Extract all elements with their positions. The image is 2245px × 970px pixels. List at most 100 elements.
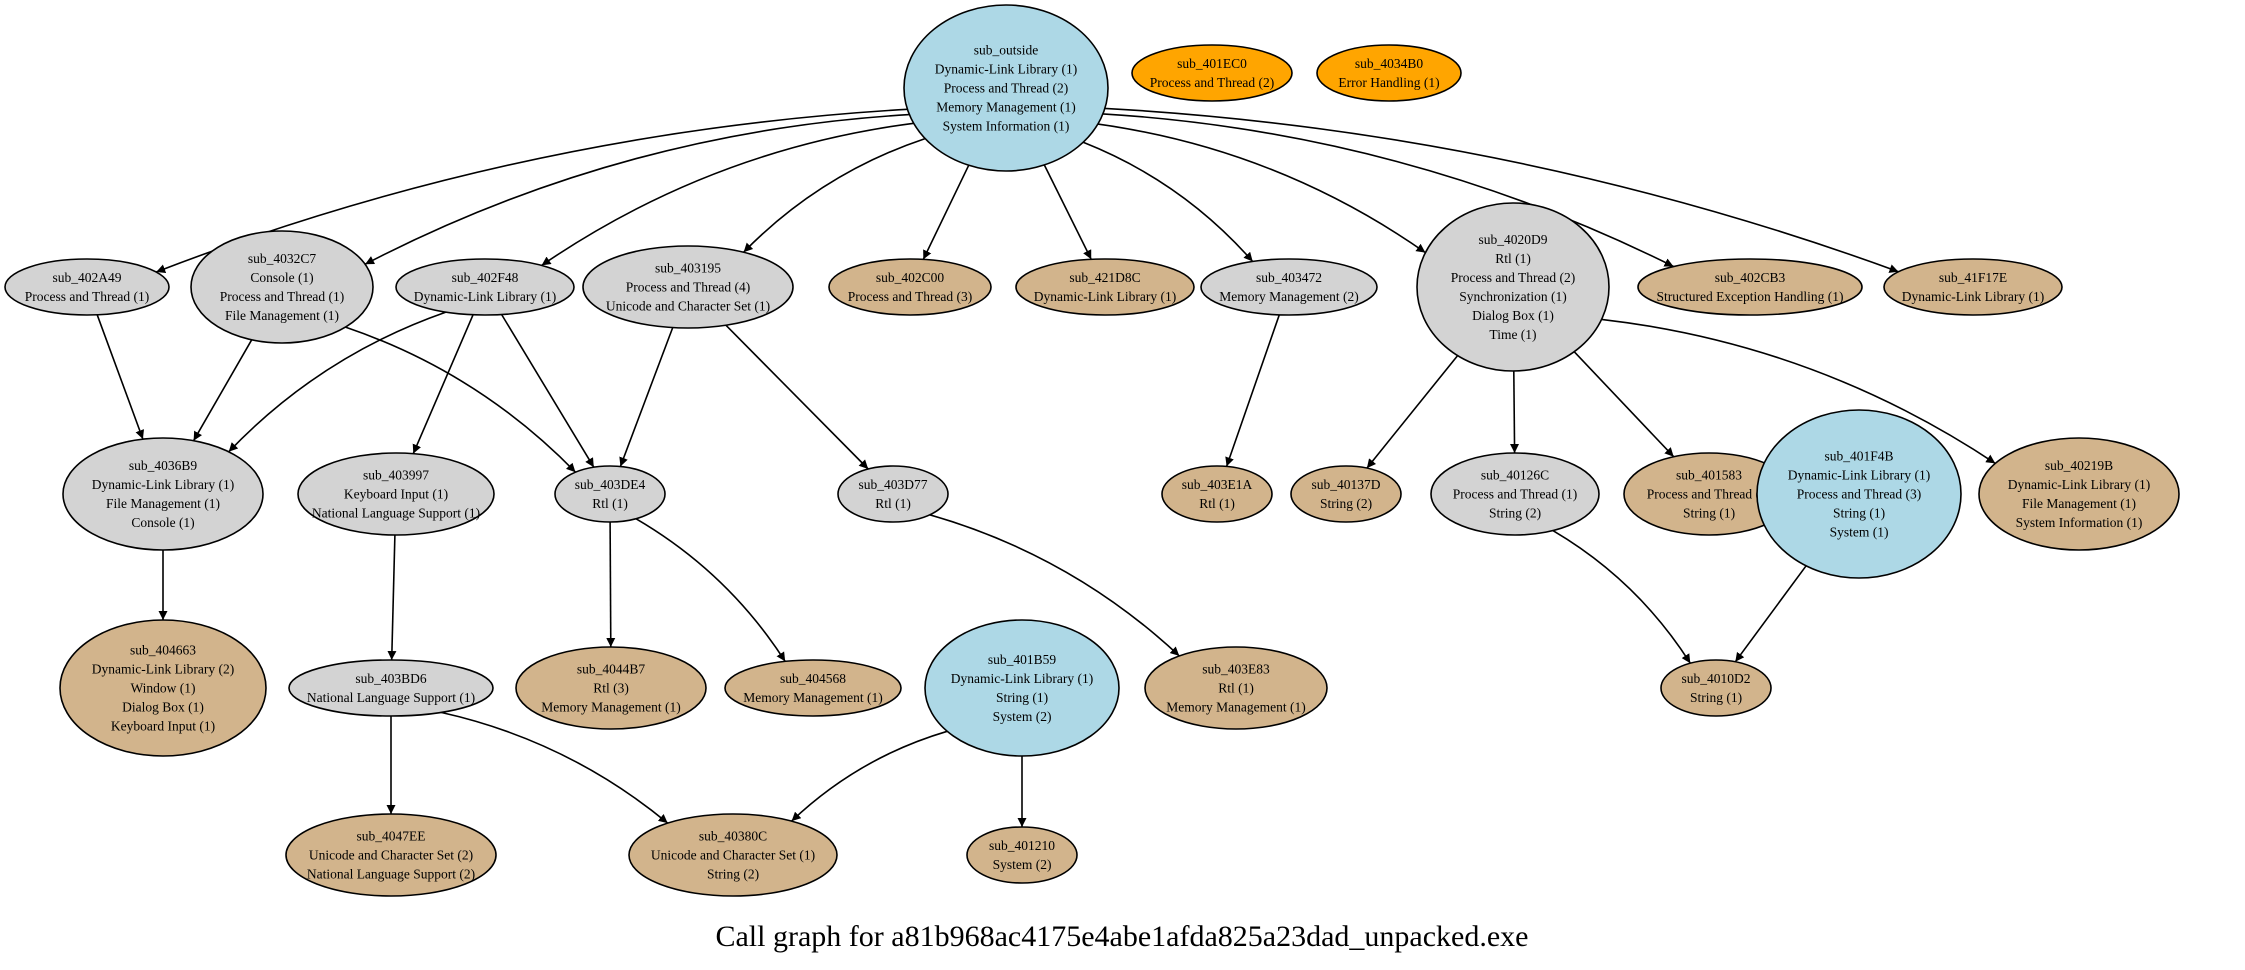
node-category: Keyboard Input (1) — [111, 719, 215, 734]
edge-sub_outside-to-sub_403472 — [1082, 141, 1254, 263]
node-name: sub_403195 — [655, 261, 721, 276]
edge-sub_40126C-to-sub_4010D2 — [1552, 529, 1691, 664]
node-name: sub_4020D9 — [1478, 232, 1547, 247]
node-category: Process and Thread (1) — [220, 289, 345, 304]
node-category: Dialog Box (1) — [122, 700, 204, 715]
node-shape-sub_403E1A — [1161, 465, 1273, 523]
node-shape-sub_403DE4 — [554, 465, 666, 523]
node-name: sub_403BD6 — [355, 671, 427, 686]
node-shape-sub_403997 — [297, 452, 495, 536]
node-category: Time (1) — [1489, 327, 1536, 342]
node-category: Process and Thread (2) — [1451, 270, 1576, 285]
edge-sub_outside-to-sub_402F48 — [541, 122, 914, 267]
node-category: Rtl (3) — [593, 681, 629, 696]
node-category: System Information (1) — [2016, 515, 2143, 530]
graph-title: Call graph for a81b968ac4175e4abe1afda82… — [715, 920, 1528, 953]
node-category: Process and Thread (1) — [1453, 487, 1578, 502]
node-shape-sub_4032C7 — [190, 230, 374, 344]
node-shape-sub_404663 — [59, 619, 267, 757]
edge-sub_4020D9-to-sub_40126C — [1510, 370, 1520, 454]
edge-sub_4020D9-to-sub_401583 — [1573, 351, 1675, 458]
node-category: Dynamic-Link Library (1) — [2008, 477, 2150, 492]
node-category: National Language Support (1) — [312, 506, 480, 521]
node-category: Process and Thread (4) — [626, 280, 751, 295]
node-category: System (1) — [1830, 525, 1889, 540]
node-shape-sub_401B59 — [924, 619, 1120, 757]
edge-sub_401F4B-to-sub_4010D2 — [1734, 565, 1807, 663]
node-category: Memory Management (2) — [1219, 289, 1358, 304]
node-category: String (1) — [1833, 506, 1885, 521]
node-name: sub_401210 — [989, 838, 1055, 853]
node-category: Process and Thread (1) — [25, 289, 150, 304]
node-name: sub_4010D2 — [1681, 671, 1750, 686]
node-category: String (1) — [1690, 690, 1742, 705]
node-name: sub_401583 — [1676, 468, 1742, 483]
node-shape-sub_4036B9 — [62, 437, 264, 551]
edge-sub_402A49-to-sub_4036B9 — [96, 314, 145, 440]
node-category: Rtl (1) — [1495, 251, 1531, 266]
node-category: File Management (1) — [225, 308, 339, 323]
node-shape-sub_403BD6 — [288, 659, 494, 717]
node-category: System Information (1) — [943, 119, 1070, 134]
node-name: sub_401EC0 — [1177, 56, 1247, 71]
edge-sub_401B59-to-sub_40380C — [791, 730, 948, 822]
node-name: sub_40126C — [1481, 468, 1549, 483]
node-name: sub_403997 — [363, 468, 429, 483]
node-category: Process and Thread (2) — [944, 81, 1069, 96]
node-category: Rtl (1) — [875, 496, 911, 511]
node-category: Window (1) — [130, 681, 195, 696]
node-shape-sub_41F17E — [1883, 258, 2063, 316]
node-name: sub_403E1A — [1182, 477, 1253, 492]
node-shape-sub_4034B0 — [1316, 44, 1462, 102]
node-category: Memory Management (1) — [541, 700, 680, 715]
node-category: Structured Exception Handling (1) — [1656, 289, 1843, 304]
edge-sub_outside-to-sub_421D8C — [1043, 164, 1092, 260]
node-category: Memory Management (1) — [743, 690, 882, 705]
edge-sub_402F48-to-sub_403997 — [412, 314, 474, 454]
node-category: String (2) — [1489, 506, 1541, 521]
edge-layer — [96, 107, 1996, 827]
edge-sub_402F48-to-sub_4036B9 — [228, 311, 447, 453]
node-name: sub_40380C — [699, 829, 767, 844]
node-shape-sub_4047EE — [285, 813, 497, 897]
node-name: sub_40219B — [2045, 458, 2113, 473]
edge-sub_outside-to-sub_4032C7 — [364, 113, 910, 265]
node-sub_40126C: sub_40126C Process and Thread (1) String (… — [1430, 452, 1600, 536]
node-shape-sub_40380C — [628, 813, 838, 897]
edge-sub_outside-to-sub_402CB3 — [1102, 113, 1674, 268]
node-category: Dynamic-Link Library (1) — [92, 477, 234, 492]
node-shape-sub_402F48 — [395, 258, 575, 316]
node-category: Memory Management (1) — [936, 100, 1075, 115]
node-category: System (2) — [993, 857, 1052, 872]
node-shape-sub_4020D9 — [1416, 202, 1610, 372]
node-name: sub_4044B7 — [577, 662, 646, 677]
node-category: Rtl (1) — [1218, 681, 1254, 696]
edge-sub_4032C7-to-sub_4036B9 — [192, 339, 253, 442]
node-category: Dynamic-Link Library (1) — [1034, 289, 1176, 304]
edge-sub_4020D9-to-sub_40137D — [1366, 355, 1459, 469]
edge-sub_403DE4-to-sub_4044B7 — [606, 521, 616, 648]
node-shape-sub_403195 — [582, 245, 794, 329]
node-category: Process and Thread (3) — [1797, 487, 1922, 502]
node-shape-sub_40137D — [1290, 465, 1402, 523]
node-shape-sub_outside — [903, 4, 1109, 172]
node-category: String (2) — [1320, 496, 1372, 511]
node-name: sub_4036B9 — [129, 458, 198, 473]
